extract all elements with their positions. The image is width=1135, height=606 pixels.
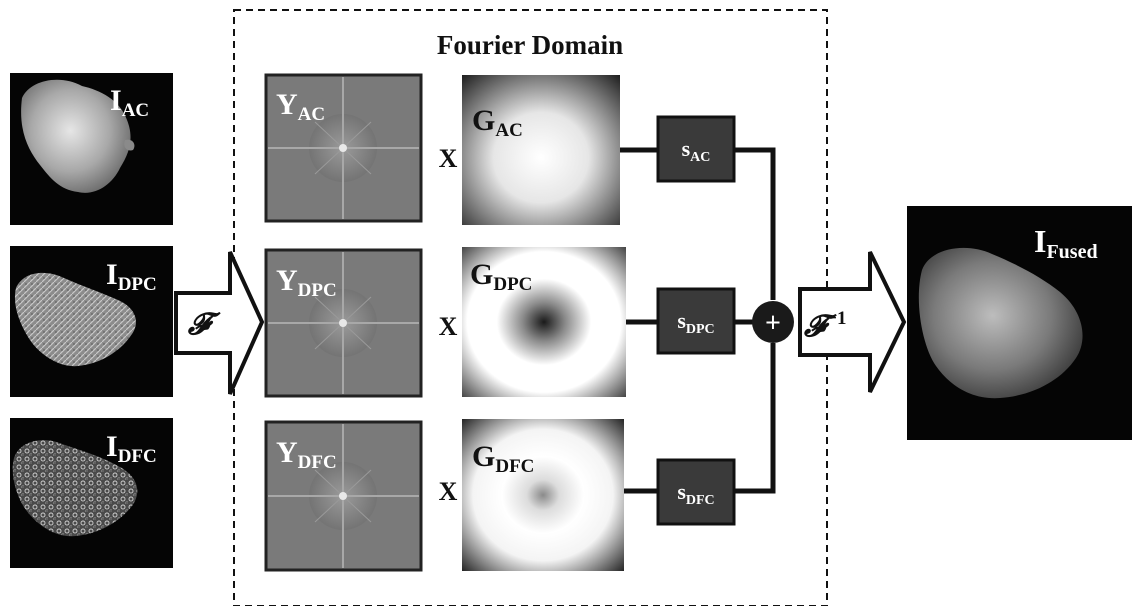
sum-node: + bbox=[752, 301, 794, 343]
input-image-dfc: IDFC bbox=[10, 418, 173, 568]
filter-label-dpc: GDPC bbox=[470, 258, 532, 295]
weight-label-dpc: sDPC bbox=[677, 308, 714, 337]
filter-label-dfc: GDFC bbox=[472, 440, 534, 477]
filter-dpc: GDPC bbox=[462, 247, 626, 397]
output-label-fused: IFused bbox=[1034, 223, 1098, 263]
spectrum-dpc: YDPC bbox=[264, 248, 423, 398]
inverse-transform-arrow: 𝓕−1 bbox=[798, 251, 907, 393]
filter-label-ac: GAC bbox=[472, 104, 523, 141]
input-image-dpc: IDPC bbox=[10, 246, 173, 397]
connector-lines bbox=[620, 147, 776, 494]
input-image-ac: IAC bbox=[10, 73, 173, 225]
input-label-ac: IAC bbox=[110, 84, 149, 121]
input-label-dpc: IDPC bbox=[106, 258, 157, 295]
spectrum-ac: YAC bbox=[264, 73, 423, 223]
multiply-symbol-dfc: X bbox=[439, 477, 458, 506]
spectrum-label-dpc: YDPC bbox=[276, 264, 337, 301]
spectrum-dfc: YDFC bbox=[264, 420, 423, 572]
input-label-dfc: IDFC bbox=[106, 430, 157, 467]
sum-symbol: + bbox=[765, 308, 781, 339]
multiply-symbol-ac: X bbox=[439, 144, 458, 173]
multiply-symbol-dpc: X bbox=[439, 312, 458, 341]
filter-dfc: GDFC bbox=[462, 419, 624, 571]
spectrum-label-ac: YAC bbox=[276, 88, 325, 125]
weight-box-ac: sAC bbox=[656, 115, 736, 183]
spectrum-label-dfc: YDFC bbox=[276, 436, 337, 473]
fourier-domain-title: Fourier Domain bbox=[437, 30, 623, 60]
output-image-fused: IFused bbox=[907, 206, 1132, 440]
weight-box-dpc: sDPC bbox=[656, 287, 736, 355]
filter-ac: GAC bbox=[462, 75, 620, 225]
weight-box-dfc: sDFC bbox=[656, 458, 736, 526]
forward-transform-arrow: 𝓕 bbox=[174, 251, 265, 395]
weight-label-dfc: sDFC bbox=[677, 479, 714, 508]
weight-label-ac: sAC bbox=[682, 136, 711, 165]
